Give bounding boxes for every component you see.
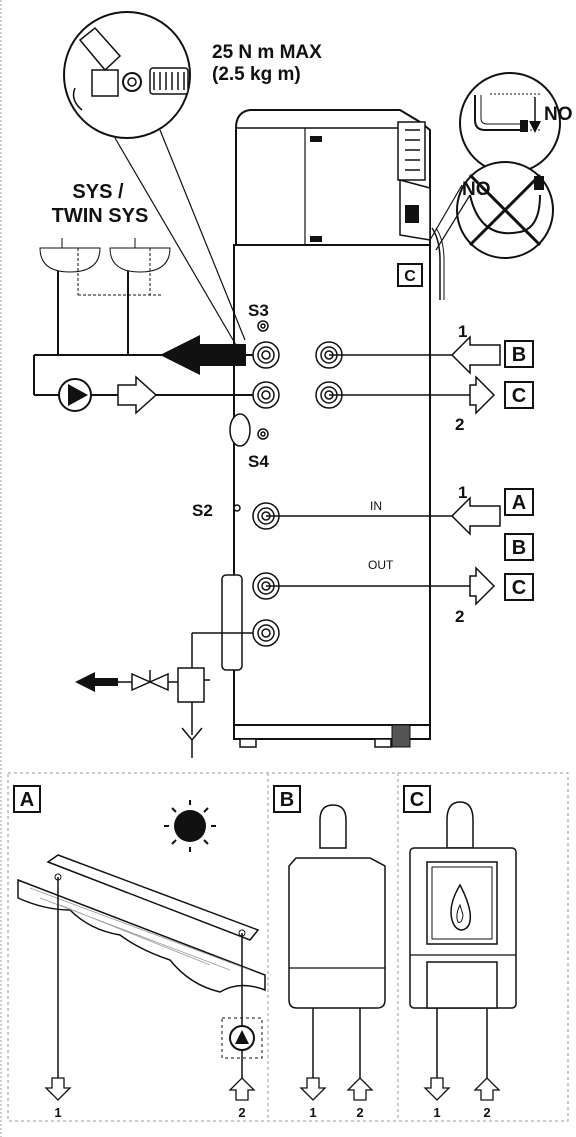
panel-a-solar <box>13 785 266 1101</box>
flow-arrows-right <box>450 335 501 606</box>
torque-line2: (2.5 kg m) <box>212 64 301 85</box>
panel-a-out-number: 2 <box>238 1105 245 1120</box>
box-b-upper: B <box>512 344 526 366</box>
warning-no-bottom: NO <box>462 179 491 200</box>
panel-a-in-number: 1 <box>54 1105 61 1120</box>
panel-c-stove <box>403 785 517 1101</box>
panel-c-out-number: 2 <box>483 1105 490 1120</box>
condensate-detail <box>429 72 561 259</box>
panel-b-in-number: 1 <box>309 1105 316 1120</box>
return-arrow <box>160 335 246 375</box>
system-label-line2: TWIN SYS <box>52 205 149 227</box>
panel-b-boiler <box>273 785 386 1101</box>
port-out-label: OUT <box>368 558 394 572</box>
panel-c-in-number: 1 <box>433 1105 440 1120</box>
panel-c-label: C <box>410 789 424 811</box>
box-b-lower: B <box>512 537 526 559</box>
tank-box-c-label: C <box>404 268 416 285</box>
box-c-upper: C <box>512 385 526 407</box>
lower-out-number: 2 <box>455 607 464 626</box>
cold-water-inlet <box>75 632 253 758</box>
box-c-lower: C <box>512 577 526 599</box>
torque-detail <box>63 11 246 346</box>
sensor-s2-label: S2 <box>192 501 213 520</box>
bottom-panels <box>7 772 569 1122</box>
tank-box-c <box>397 263 423 287</box>
heat-pump-tank <box>221 109 445 748</box>
sensor-s4-label: S4 <box>248 452 269 471</box>
port-in-label: IN <box>370 499 382 513</box>
warning-no-top: NO <box>544 104 573 125</box>
lower-in-number: 1 <box>458 483 467 502</box>
panel-b-label: B <box>280 789 294 811</box>
sinks <box>39 238 171 296</box>
upper-in-number: 1 <box>458 322 467 341</box>
upper-out-number: 2 <box>455 415 464 434</box>
sun-icon <box>174 810 206 842</box>
panel-b-out-number: 2 <box>356 1105 363 1120</box>
torque-line1: 25 N m MAX <box>212 42 322 63</box>
box-a-lower: A <box>512 492 526 514</box>
sensor-s3-label: S3 <box>248 301 269 320</box>
panel-a-label: A <box>20 789 34 811</box>
heat-pump-unit <box>235 109 431 246</box>
system-label-line1: SYS / <box>72 181 124 203</box>
